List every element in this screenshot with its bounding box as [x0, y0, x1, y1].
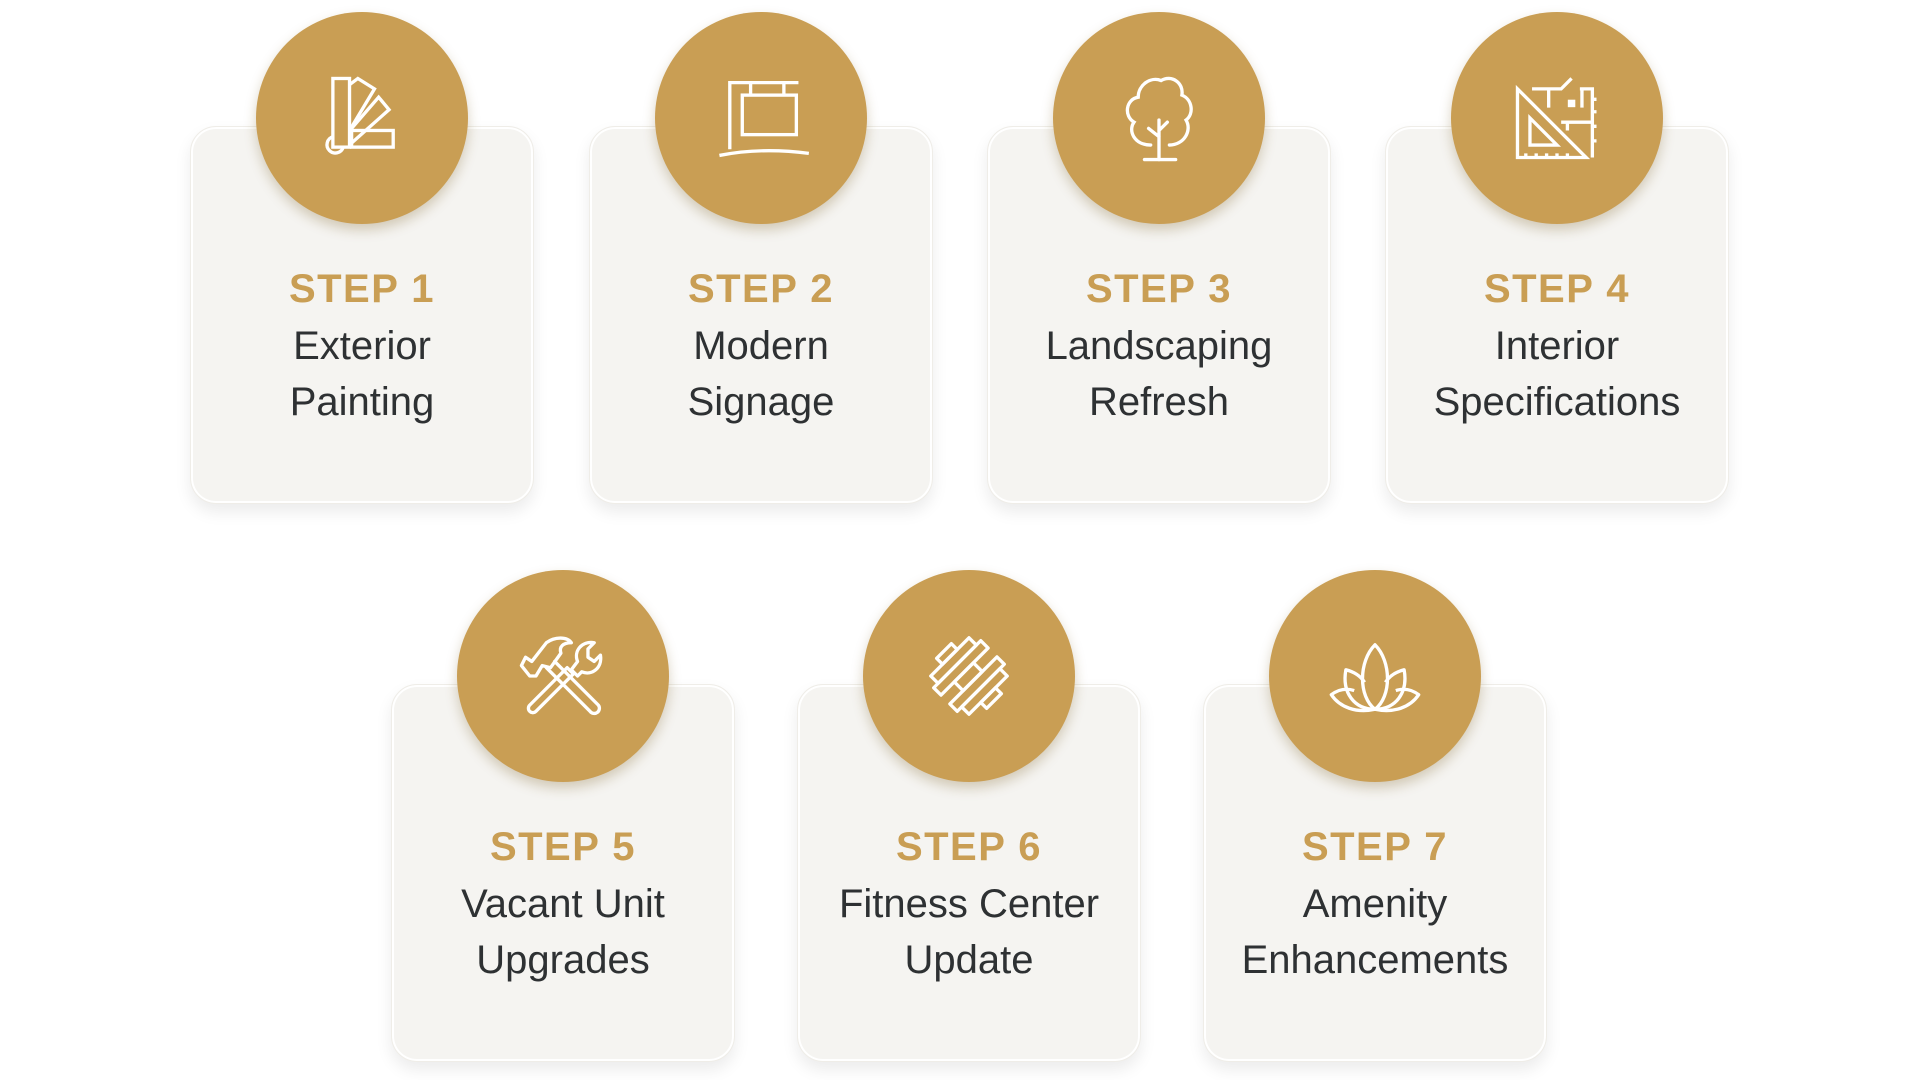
step-text: STEP 6 Fitness Center Update: [797, 822, 1141, 988]
step-text: STEP 5 Vacant Unit Upgrades: [391, 822, 735, 988]
step-title-line2: Enhancements: [1241, 938, 1509, 982]
icon-circle: [1269, 570, 1481, 782]
step-card-4: STEP 4 Interior Specifications: [1385, 12, 1729, 504]
step-title-line1: Vacant Unit: [461, 882, 665, 926]
step-title-line2: Specifications: [1433, 380, 1681, 424]
step-title-line2: Upgrades: [476, 938, 650, 982]
step-label: STEP 3: [1085, 267, 1233, 311]
step-label: STEP 6: [895, 825, 1043, 869]
step-title-line1: Interior: [1494, 324, 1620, 368]
step-label: STEP 4: [1483, 267, 1631, 311]
step-title-line1: Fitness Center: [838, 882, 1100, 926]
step-title-line1: Exterior: [293, 324, 431, 368]
tree-icon: [1125, 76, 1193, 162]
dumbbell-icon: [929, 636, 1009, 716]
step-title-line1: Amenity: [1302, 882, 1448, 926]
step-text: STEP 3 Landscaping Refresh: [987, 264, 1331, 430]
step-text: STEP 1 Exterior Painting: [190, 264, 534, 430]
step-label: STEP 1: [288, 267, 436, 311]
step-text: STEP 4 Interior Specifications: [1385, 264, 1729, 430]
step-title-line2: Signage: [687, 380, 835, 424]
step-card-1: STEP 1 Exterior Painting: [190, 12, 534, 504]
step-title-line2: Painting: [289, 380, 435, 424]
step-card-3: STEP 3 Landscaping Refresh: [987, 12, 1331, 504]
step-card-5: STEP 5 Vacant Unit Upgrades: [391, 570, 735, 1062]
hanging-sign-icon: [719, 80, 810, 158]
lotus-icon: [1329, 643, 1421, 713]
icon-circle: [1451, 12, 1663, 224]
set-square-floorplan-icon: [1515, 77, 1597, 160]
step-card-7: STEP 7 Amenity Enhancements: [1203, 570, 1547, 1062]
icon-circle: [863, 570, 1075, 782]
step-text: STEP 7 Amenity Enhancements: [1203, 822, 1547, 988]
icon-circle: [457, 570, 669, 782]
step-card-2: STEP 2 Modern Signage: [589, 12, 933, 504]
step-title-line1: Landscaping: [1045, 324, 1273, 368]
hammer-wrench-icon: [519, 636, 603, 716]
paint-swatch-fan-icon: [325, 76, 395, 155]
step-label: STEP 7: [1301, 825, 1449, 869]
icon-circle: [1053, 12, 1265, 224]
step-label: STEP 5: [489, 825, 637, 869]
icon-circle: [256, 12, 468, 224]
step-card-6: STEP 6 Fitness Center Update: [797, 570, 1141, 1062]
step-text: STEP 2 Modern Signage: [589, 264, 933, 430]
step-title-line2: Refresh: [1088, 380, 1230, 424]
step-label: STEP 2: [687, 267, 835, 311]
step-title-line1: Modern: [693, 324, 829, 368]
icon-circle: [655, 12, 867, 224]
step-title-line2: Update: [904, 938, 1034, 982]
